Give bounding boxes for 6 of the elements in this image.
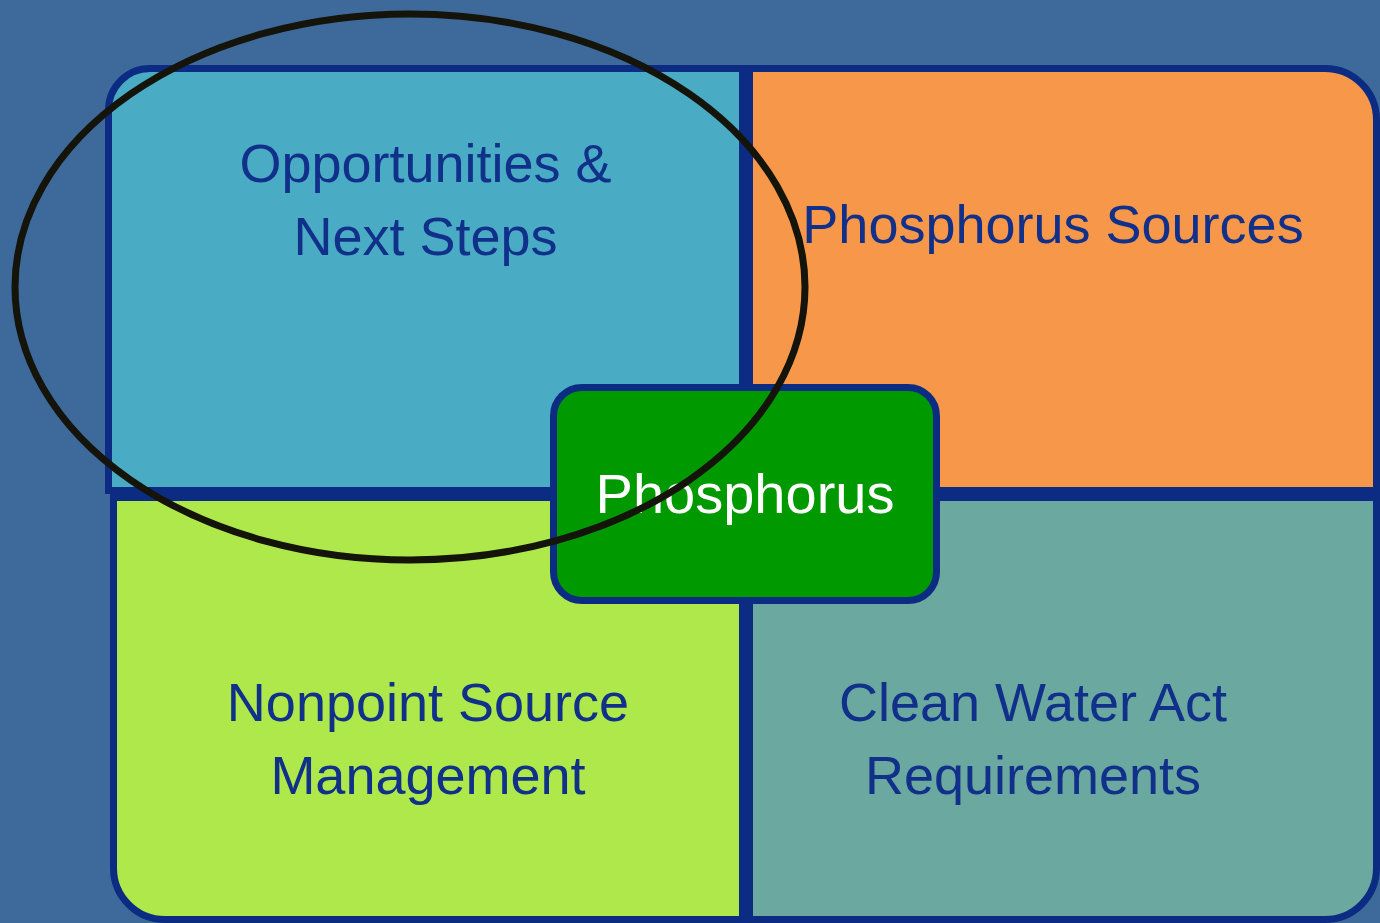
quadrant-title: Phosphorus Sources: [802, 193, 1304, 257]
center-title: Phosphorus: [595, 461, 895, 528]
quadrant-title: Clean Water Act Requirements: [837, 670, 1229, 807]
quadrant-title: Opportunities & Next Steps: [238, 131, 613, 268]
quadrant-title: Nonpoint Source Management: [225, 670, 631, 807]
center-box: [550, 384, 940, 604]
